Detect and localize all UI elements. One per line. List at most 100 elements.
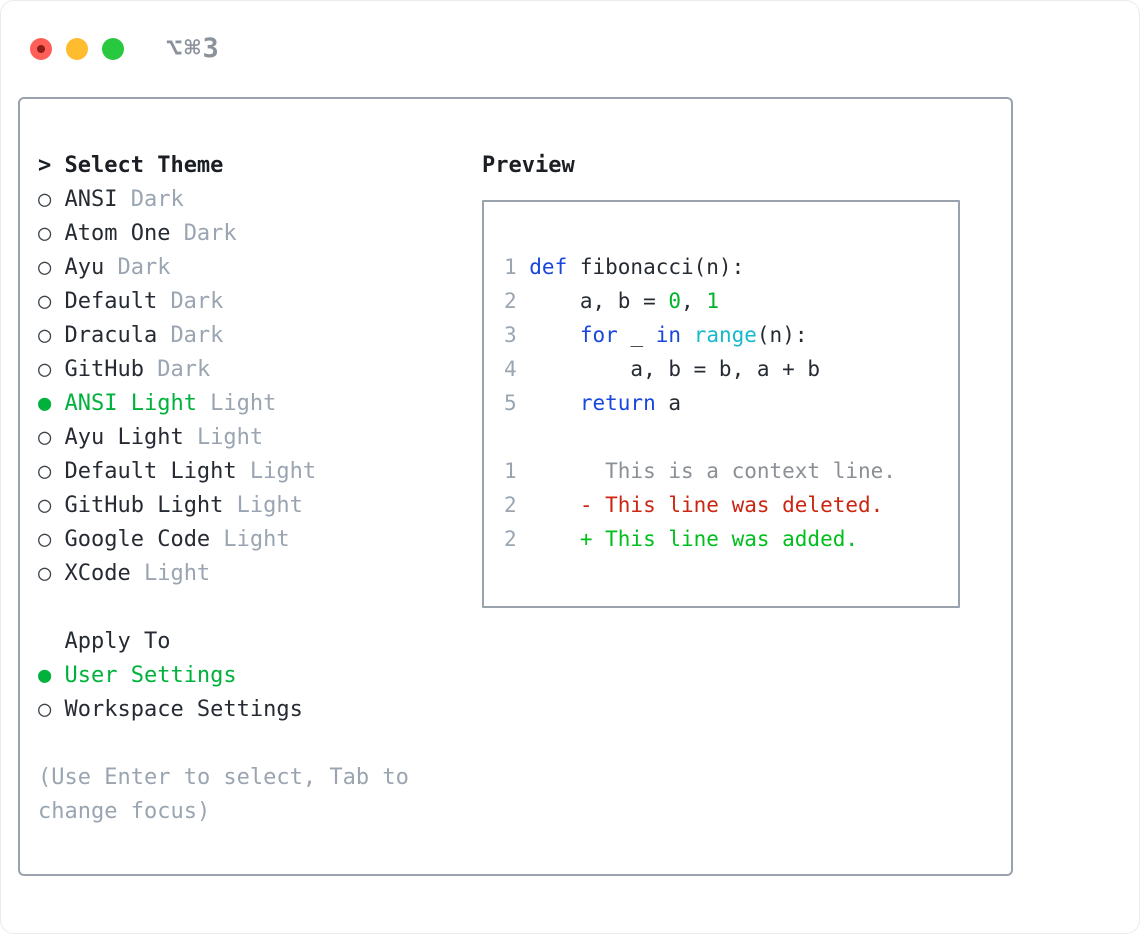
theme-option[interactable]: ○ Default Dark bbox=[38, 285, 482, 319]
theme-option[interactable]: ○ Dracula Dark bbox=[38, 319, 482, 353]
zoom-button[interactable] bbox=[102, 37, 124, 60]
theme-option[interactable]: ○ GitHub Light Light bbox=[38, 489, 482, 523]
code-segment: - This line was deleted. bbox=[529, 493, 884, 517]
code-segment: 1 bbox=[706, 289, 719, 313]
radio-icon: ○ bbox=[38, 221, 52, 246]
code-line: 5 return a bbox=[504, 386, 958, 420]
code-segment bbox=[681, 323, 694, 347]
code-segment: in bbox=[655, 323, 682, 347]
code-segment: This is a context line. bbox=[529, 459, 896, 483]
code-content: for _ in range(n): bbox=[529, 323, 808, 347]
apply-to-title: Apply To bbox=[64, 629, 171, 654]
radio-icon: ○ bbox=[38, 357, 52, 382]
radio-icon: ○ bbox=[38, 527, 52, 552]
theme-option-name: GitHub Light bbox=[64, 493, 224, 518]
code-content: a, b = b, a + b bbox=[529, 357, 820, 381]
theme-option[interactable]: ○ Atom One Dark bbox=[38, 217, 482, 251]
code-segment: a bbox=[655, 391, 682, 415]
theme-option-variant: Light bbox=[196, 425, 264, 450]
code-segment: for bbox=[579, 323, 618, 347]
theme-option-variant: Dark bbox=[117, 255, 171, 280]
line-number: 1 bbox=[504, 459, 517, 483]
theme-option-name: Default bbox=[64, 289, 158, 314]
cursor-prompt-icon: > bbox=[38, 153, 52, 178]
indent bbox=[38, 625, 64, 659]
code-segment: _ bbox=[617, 323, 656, 347]
theme-option[interactable]: ○ Default Light Light bbox=[38, 455, 482, 489]
diff-lines: 1 This is a context line. 2 - This line w… bbox=[504, 454, 958, 556]
gap bbox=[38, 591, 482, 625]
radio-icon: ○ bbox=[38, 289, 52, 314]
radio-icon: ○ bbox=[38, 493, 52, 518]
select-theme-header: >Select Theme bbox=[38, 149, 482, 183]
theme-option-variant: Light bbox=[223, 527, 290, 552]
radio-icon: ○ bbox=[38, 697, 52, 722]
diff-content: - This line was deleted. bbox=[529, 493, 883, 517]
code-segment: (n): bbox=[756, 323, 808, 347]
code-line: 3 for _ in range(n): bbox=[504, 318, 958, 352]
code-segment: def bbox=[529, 255, 568, 279]
code-line: 2 a, b = 0, 1 bbox=[504, 284, 958, 318]
theme-option-name: Default Light bbox=[64, 459, 237, 484]
theme-option-name: Ayu Light bbox=[64, 425, 184, 450]
theme-option-variant: Dark bbox=[170, 289, 224, 314]
apply-to-option[interactable]: ○Workspace Settings bbox=[38, 693, 482, 727]
radio-icon: ● bbox=[38, 663, 52, 688]
theme-option-name: Atom One bbox=[64, 221, 171, 246]
theme-option-name: ANSI bbox=[64, 187, 118, 212]
diff-content: + This line was added. bbox=[529, 527, 858, 551]
theme-option-name: ANSI Light bbox=[64, 391, 197, 416]
code-content: a, b = 0, 1 bbox=[529, 289, 719, 313]
code-segment bbox=[529, 323, 580, 347]
line-number: 4 bbox=[504, 357, 517, 381]
theme-option-name: Dracula bbox=[64, 323, 158, 348]
code-content: def fibonacci(n): bbox=[529, 255, 744, 279]
code-line: 4 a, b = b, a + b bbox=[504, 352, 958, 386]
titlebar: ⌥⌘3 bbox=[0, 0, 1140, 97]
diff-line: 2 + This line was added. bbox=[504, 522, 958, 556]
diff-line: 2 - This line was deleted. bbox=[504, 488, 958, 522]
code-line: 1 def fibonacci(n): bbox=[504, 250, 958, 284]
gap bbox=[504, 420, 958, 454]
diff-content: This is a context line. bbox=[529, 459, 896, 483]
theme-option-variant: Dark bbox=[183, 221, 237, 246]
code-segment: return bbox=[579, 391, 656, 415]
theme-option-variant: Dark bbox=[170, 323, 224, 348]
theme-option-variant: Light bbox=[249, 459, 317, 484]
line-number: 3 bbox=[504, 323, 517, 347]
code-content: return a bbox=[529, 391, 681, 415]
theme-option-name: Ayu bbox=[64, 255, 105, 280]
line-number: 2 bbox=[504, 493, 517, 517]
help-text-line-1: (Use Enter to select, Tab to bbox=[38, 765, 409, 790]
line-number: 2 bbox=[504, 527, 517, 551]
apply-to-option[interactable]: ●User Settings bbox=[38, 659, 482, 693]
theme-option-variant: Dark bbox=[130, 187, 184, 212]
radio-icon: ● bbox=[38, 391, 52, 416]
line-number: 1 bbox=[504, 255, 517, 279]
code-segment: a, b = b, a + b bbox=[529, 357, 821, 381]
minimize-button[interactable] bbox=[66, 37, 88, 60]
theme-option-variant: Light bbox=[236, 493, 303, 518]
radio-icon: ○ bbox=[38, 459, 52, 484]
close-button-dot bbox=[37, 44, 45, 53]
theme-option-name: GitHub bbox=[64, 357, 144, 382]
close-button[interactable] bbox=[30, 37, 52, 60]
line-number: 2 bbox=[504, 289, 517, 313]
code-segment: 0 bbox=[668, 289, 682, 313]
radio-icon: ○ bbox=[38, 561, 52, 586]
radio-icon: ○ bbox=[38, 323, 52, 348]
